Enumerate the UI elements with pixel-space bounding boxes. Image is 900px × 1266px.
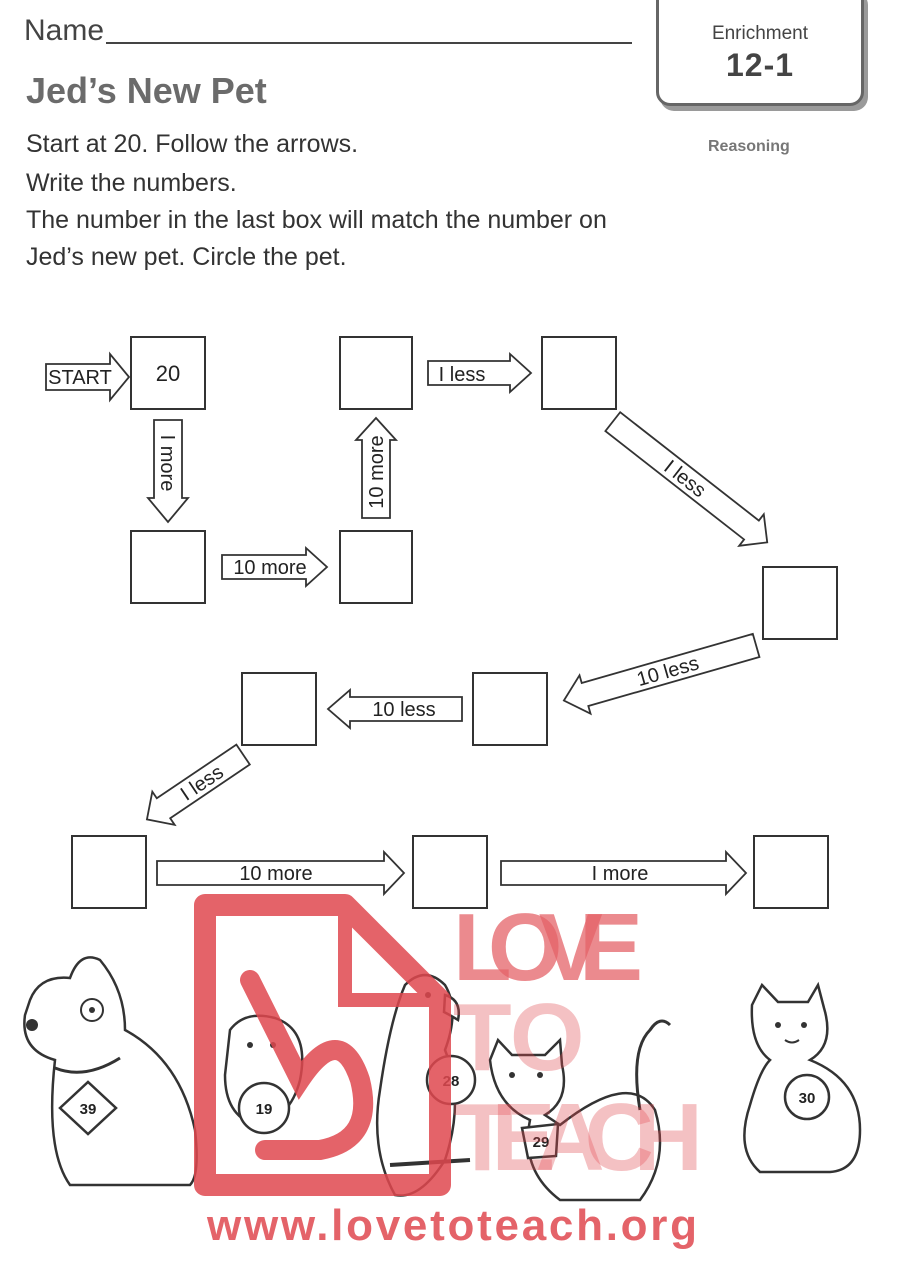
arrow-label: 10 less (372, 699, 435, 721)
pet-tag: 29 (533, 1134, 550, 1151)
arrow-label: 10 more (239, 863, 312, 885)
start-label: START (48, 367, 112, 389)
pet-dog[interactable]: 39 (23, 956, 198, 1187)
answer-box[interactable] (541, 336, 617, 410)
watermark-url: www.lovetoteach.org (206, 1201, 697, 1250)
arrow-10-less-diagonal: 10 less (562, 632, 761, 716)
arrow-label: I more (156, 435, 178, 492)
instruction-line: Start at 20. Follow the arrows. (26, 130, 359, 158)
arrow-label: 10 more (366, 435, 388, 508)
answer-box-final[interactable] (753, 835, 829, 909)
pet-cat-gray[interactable]: 29 (488, 1019, 672, 1202)
answer-box[interactable] (762, 566, 838, 640)
pet-tag: 39 (80, 1101, 97, 1118)
arrow-10-less-left: 10 less (326, 688, 463, 730)
arrow-1-more-down: I more (146, 419, 190, 524)
watermark: LOVE TO TEACH www.lovetoteach.org (194, 894, 703, 1250)
arrow-1-more-long: I more (500, 849, 748, 897)
start-value: 20 (156, 361, 180, 386)
arrow-label: I less (439, 364, 486, 386)
badge-label: Enrichment (711, 23, 809, 44)
pet-tag: 19 (256, 1101, 273, 1118)
arrow-1-less-right: I less (427, 351, 533, 395)
pet-tag: 30 (799, 1090, 816, 1107)
instruction-line: Write the numbers. (26, 169, 237, 197)
answer-box-start (130, 336, 206, 410)
instruction-line: Jed’s new pet. Circle the pet. (26, 243, 347, 271)
instruction-line: The number in the last box will match th… (26, 206, 607, 234)
watermark-text: TO (453, 984, 585, 1091)
arrow-10-more-right: 10 more (221, 545, 329, 589)
name-line[interactable] (106, 42, 632, 44)
answer-box[interactable] (71, 835, 147, 909)
badge-number: 12-1 (725, 47, 795, 83)
page-title: Jed’s New Pet (26, 70, 267, 111)
arrow-10-more-long: 10 more (156, 849, 406, 897)
skill-label: Reasoning (708, 138, 790, 155)
name-label: Name (24, 14, 105, 47)
watermark-text: TEACH (453, 1084, 703, 1191)
watermark-logo-icon (194, 894, 451, 1196)
pet-cat-white[interactable]: 30 (743, 981, 862, 1174)
answer-box[interactable] (339, 530, 413, 604)
start-arrow: START (45, 351, 131, 403)
answer-box[interactable] (472, 672, 548, 746)
arrow-10-more-up: 10 more (353, 416, 399, 519)
answer-box[interactable] (412, 835, 488, 909)
answer-box[interactable] (241, 672, 317, 746)
enrichment-badge: Enrichment 12-1 (656, 0, 864, 106)
answer-box[interactable] (130, 530, 206, 604)
watermark-text: LOVE (453, 894, 643, 1001)
arrow-label: I more (592, 863, 649, 885)
arrow-1-less-diagonal-left: I less (145, 743, 252, 827)
arrow-label: 10 more (233, 557, 306, 579)
answer-box[interactable] (339, 336, 413, 410)
arrow-1-less-diagonal: I less (604, 410, 769, 547)
